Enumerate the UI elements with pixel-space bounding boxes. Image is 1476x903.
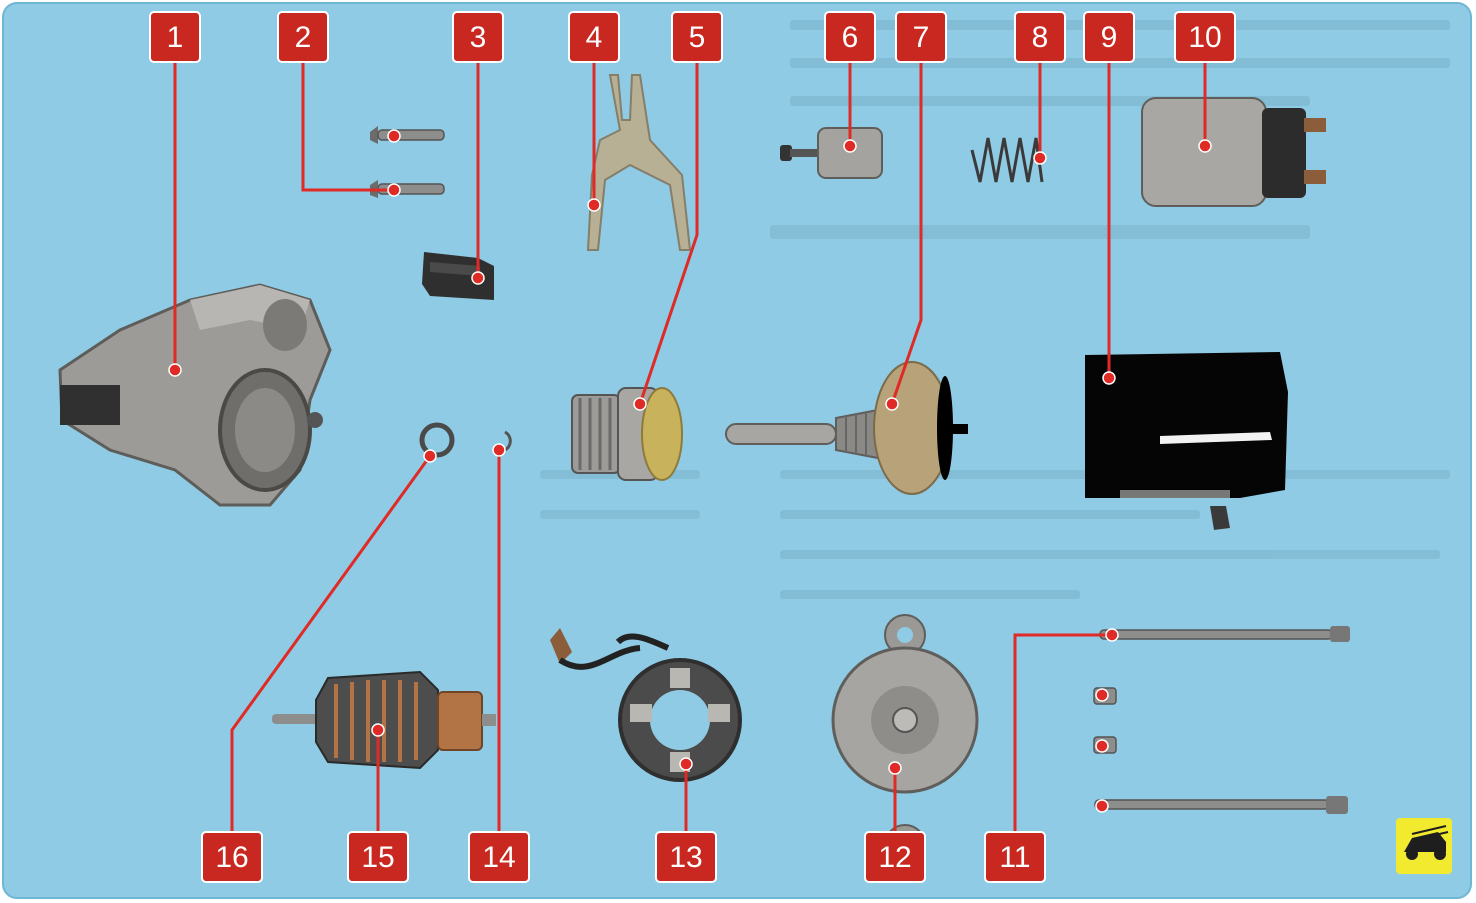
part-sealing-ring	[419, 422, 455, 458]
part-solenoid-switch	[1141, 97, 1326, 207]
svg-text:6: 6	[842, 21, 859, 54]
part-pinion-clutch	[571, 387, 683, 481]
callout-1: 1	[149, 11, 201, 63]
callout-badges: 1 2 3 4 5 6 7 8 9 10 11 12 13 14 15 16	[149, 11, 1236, 883]
callout-11: 11	[984, 831, 1046, 883]
leader-11	[1013, 633, 1112, 832]
part-armature	[272, 670, 496, 770]
part-rubber-seal	[422, 252, 494, 300]
svg-text:2: 2	[295, 21, 312, 54]
svg-text:12: 12	[878, 841, 911, 874]
callout-13: 13	[655, 831, 717, 883]
callout-3: 3	[452, 11, 504, 63]
svg-text:5: 5	[689, 21, 706, 54]
svg-text:8: 8	[1032, 21, 1049, 54]
part-drive-housing	[58, 283, 332, 507]
leader-lines	[173, 62, 1207, 832]
callout-2: 2	[277, 11, 329, 63]
svg-text:10: 10	[1188, 21, 1221, 54]
svg-text:3: 3	[470, 21, 487, 54]
svg-text:14: 14	[482, 841, 515, 874]
part-drive-lever	[586, 74, 692, 251]
callout-9: 9	[1083, 11, 1135, 63]
part-end-cover	[831, 614, 979, 866]
leader-7	[890, 62, 923, 405]
svg-text:1: 1	[167, 21, 184, 54]
leader-dots	[168, 129, 1212, 813]
part-stator-housing	[1085, 352, 1288, 530]
part-planetary-shaft	[725, 361, 968, 495]
callout-8: 8	[1014, 11, 1066, 63]
callout-12: 12	[864, 831, 926, 883]
svg-text:4: 4	[586, 21, 603, 54]
leader-2	[301, 62, 394, 192]
svg-text:7: 7	[913, 21, 930, 54]
leader-16	[230, 455, 432, 832]
callout-6: 6	[824, 11, 876, 63]
callout-5: 5	[671, 11, 723, 63]
car-repair-logo-icon	[1396, 818, 1452, 874]
callout-7: 7	[895, 11, 947, 63]
svg-text:15: 15	[361, 841, 394, 874]
part-solenoid-plunger	[780, 127, 883, 179]
svg-text:11: 11	[999, 841, 1030, 874]
leader-5	[638, 62, 699, 405]
svg-text:16: 16	[215, 841, 248, 874]
svg-text:13: 13	[669, 841, 702, 874]
callout-4: 4	[568, 11, 620, 63]
part-return-spring	[970, 137, 1044, 183]
part-brush-holder	[550, 628, 742, 782]
callout-14: 14	[468, 831, 530, 883]
svg-text:9: 9	[1101, 21, 1118, 54]
callout-10: 10	[1174, 11, 1236, 63]
callout-15: 15	[347, 831, 409, 883]
callout-16: 16	[201, 831, 263, 883]
